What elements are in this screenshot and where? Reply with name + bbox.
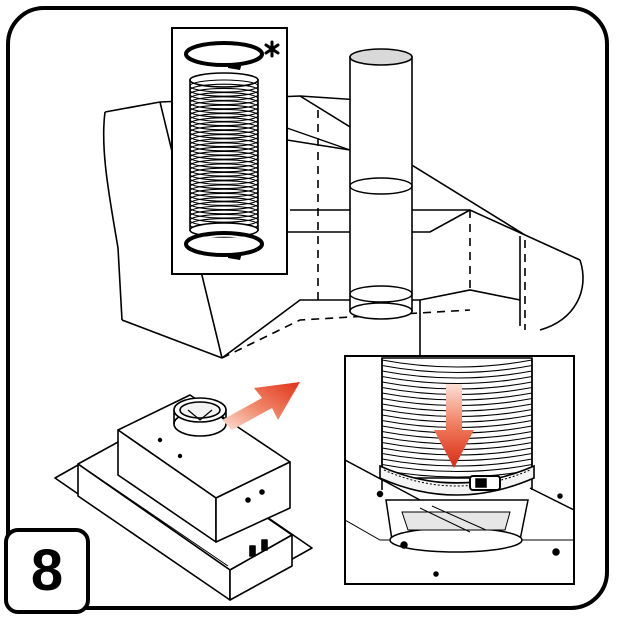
hose-ring <box>189 188 259 202</box>
hose-ring <box>189 138 259 152</box>
flexible-hose <box>189 72 259 238</box>
hose-ring <box>189 129 259 143</box>
hose-ring <box>189 83 259 97</box>
hose-ring <box>189 142 259 156</box>
red-arrow-icon <box>222 382 300 430</box>
bottom-clamp <box>184 231 264 260</box>
hose-ring <box>189 79 259 93</box>
hose-ring <box>189 104 259 118</box>
hose-ring <box>189 192 259 206</box>
hose-ring <box>189 205 259 219</box>
hose-ring <box>189 180 259 194</box>
clamp-detail-inset <box>344 355 575 585</box>
hose-ring <box>381 458 533 467</box>
cabinet-outline <box>102 95 584 360</box>
hose-inset <box>171 27 351 275</box>
hose-ring <box>189 134 259 148</box>
vertical-pipe <box>349 48 413 320</box>
hose-ring <box>189 155 259 169</box>
hose-ring <box>189 108 259 122</box>
hose-ring <box>189 163 259 177</box>
hose-ring <box>189 171 259 185</box>
hose-ring <box>189 100 259 114</box>
hose-ring <box>189 176 259 190</box>
hose-ring <box>381 359 533 368</box>
hose-ring <box>381 463 533 473</box>
step-number: 8 <box>30 538 64 603</box>
top-clamp <box>184 41 264 70</box>
hose-ring <box>189 92 259 106</box>
hose-ring <box>189 184 259 198</box>
hose-ring <box>189 96 259 110</box>
red-down-arrow-icon <box>434 384 474 468</box>
hose-ring <box>189 87 259 101</box>
asterisk-icon <box>264 40 280 58</box>
hose-ring <box>189 113 259 127</box>
hose-ring <box>189 197 259 211</box>
hose-ring <box>189 159 259 173</box>
hose-ring <box>381 364 533 374</box>
hose-ring <box>189 150 259 164</box>
hose-ring <box>381 370 533 379</box>
hose-ring <box>189 146 259 160</box>
hood-unit <box>54 394 313 601</box>
hose-ring <box>189 167 259 181</box>
hose-ring <box>189 201 259 215</box>
hose-ring <box>189 125 259 139</box>
hose-ring <box>189 121 259 135</box>
step-number-badge: 8 <box>4 528 90 614</box>
hose-ring <box>381 375 533 385</box>
hose-ring <box>189 117 259 131</box>
